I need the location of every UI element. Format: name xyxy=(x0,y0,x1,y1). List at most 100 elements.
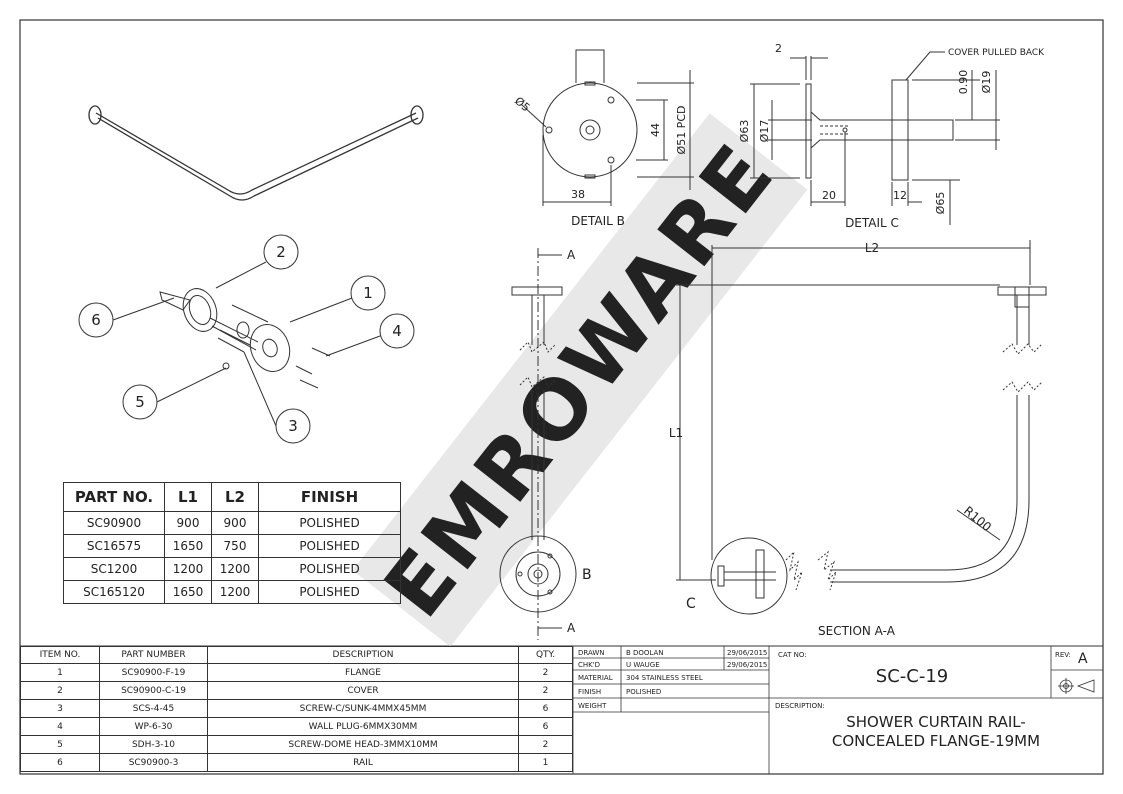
detail-c-w20-dim: 20 xyxy=(822,189,836,202)
item-no-cell: 6 xyxy=(20,753,100,772)
material-value: 304 STAINLESS STEEL xyxy=(626,674,703,682)
l2-cell: 1200 xyxy=(211,557,259,581)
detail-callout-b: B xyxy=(582,567,592,583)
table-row: SC165120 1650 1200 POLISHED xyxy=(63,580,401,604)
finish-cell: POLISHED xyxy=(258,580,401,604)
table-row: 1 SC90900-F-19 FLANGE 2 xyxy=(20,663,573,682)
detail-c-d63-dim: Ø63 xyxy=(738,120,751,143)
part-table-header: L1 xyxy=(164,482,212,512)
detail-c-w12-dim: 12 xyxy=(893,189,907,202)
table-row: 6 SC90900-3 RAIL 1 xyxy=(20,753,573,772)
bill-of-materials-table: ITEM NO. PART NUMBER DESCRIPTION QTY. 1 … xyxy=(20,646,573,772)
finish-cell: POLISHED xyxy=(258,534,401,558)
detail-b-pcd-dim: Ø51 PCD xyxy=(675,106,688,155)
detail-b-title: DETAIL B xyxy=(571,214,625,228)
part-number-table: PART NO. L1 L2 FINISH SC90900 900 900 PO… xyxy=(63,482,401,604)
detail-c-view xyxy=(750,51,1000,225)
section-a-a-view xyxy=(676,240,1047,615)
bom-header: DESCRIPTION xyxy=(207,646,519,664)
side-view xyxy=(499,248,577,640)
table-row: SC1200 1200 1200 POLISHED xyxy=(63,557,401,581)
qty-cell: 6 xyxy=(518,717,573,736)
part-table-header: FINISH xyxy=(258,482,401,512)
item-no-cell: 2 xyxy=(20,681,100,700)
balloon-4: 4 xyxy=(392,322,402,340)
qty-cell: 2 xyxy=(518,681,573,700)
item-no-cell: 4 xyxy=(20,717,100,736)
part-no-cell: SC16575 xyxy=(63,534,165,558)
description-cell: RAIL xyxy=(207,753,519,772)
description-label: DESCRIPTION: xyxy=(775,702,825,710)
qty-cell: 2 xyxy=(518,663,573,682)
section-label-a-bottom: A xyxy=(567,621,576,635)
description-cell: FLANGE xyxy=(207,663,519,682)
drawn-by: B DOOLAN xyxy=(626,649,664,657)
item-no-cell: 5 xyxy=(20,735,100,754)
l1-cell: 1650 xyxy=(164,534,212,558)
table-row: 5 SDH-3-10 SCREW-DOME HEAD-3MMX10MM 2 xyxy=(20,735,573,754)
description-cell: SCREW-DOME HEAD-3MMX10MM xyxy=(207,735,519,754)
part-number-cell: SC90900-F-19 xyxy=(99,663,208,682)
section-l2-dim: L2 xyxy=(865,241,879,255)
checked-date: 29/06/2015 xyxy=(727,661,768,669)
table-row: 3 SCS-4-45 SCREW-C/SUNK-4MMX45MM 6 xyxy=(20,699,573,718)
cat-no-value: SC-C-19 xyxy=(876,666,948,687)
section-radius-dim: R100 xyxy=(961,504,994,535)
detail-c-d19-dim: Ø19 xyxy=(980,71,993,94)
table-row: 2 SC90900-C-19 COVER 2 xyxy=(20,681,573,700)
rev-value: A xyxy=(1078,651,1088,667)
detail-callout-c: C xyxy=(686,596,696,612)
cat-no-label: CAT NO: xyxy=(778,651,807,659)
detail-c-title: DETAIL C xyxy=(845,216,899,230)
balloon-3: 3 xyxy=(288,417,298,435)
l2-cell: 750 xyxy=(211,534,259,558)
checked-label: CHK'D xyxy=(578,661,601,669)
item-no-cell: 3 xyxy=(20,699,100,718)
balloon-6: 6 xyxy=(91,311,101,329)
description-cell: WALL PLUG-6MMX30MM xyxy=(207,717,519,736)
detail-b-view xyxy=(521,49,694,206)
description-cell: SCREW-C/SUNK-4MMX45MM xyxy=(207,699,519,718)
bom-header: PART NUMBER xyxy=(99,646,208,664)
l1-cell: 1200 xyxy=(164,557,212,581)
title-block-grid xyxy=(572,646,1103,774)
balloon-1: 1 xyxy=(363,284,373,302)
projection-symbol-icon xyxy=(1058,678,1095,694)
table-row: SC90900 900 900 POLISHED xyxy=(63,511,401,535)
checked-by: U WAUGE xyxy=(626,661,660,669)
section-a-a-title: SECTION A-A xyxy=(818,624,896,638)
item-no-cell: 1 xyxy=(20,663,100,682)
qty-cell: 2 xyxy=(518,735,573,754)
description-line-1: SHOWER CURTAIN RAIL- xyxy=(846,713,1026,731)
part-no-cell: SC90900 xyxy=(63,511,165,535)
balloon-5: 5 xyxy=(135,393,145,411)
detail-c-090-dim: 0.90 xyxy=(957,70,970,95)
part-number-cell: WP-6-30 xyxy=(99,717,208,736)
finish-label: FINISH xyxy=(578,688,602,696)
part-no-cell: SC165120 xyxy=(63,580,165,604)
part-number-cell: SCS-4-45 xyxy=(99,699,208,718)
drawn-date: 29/06/2015 xyxy=(727,649,768,657)
part-no-cell: SC1200 xyxy=(63,557,165,581)
part-table-header: PART NO. xyxy=(63,482,165,512)
isometric-rail xyxy=(88,105,424,201)
detail-b-width-dim: 38 xyxy=(571,188,585,201)
detail-c-cover-note: COVER PULLED BACK xyxy=(948,48,1045,58)
drawn-label: DRAWN xyxy=(578,649,605,657)
l1-cell: 900 xyxy=(164,511,212,535)
detail-c-d65-dim: Ø65 xyxy=(934,192,947,215)
bom-header: ITEM NO. xyxy=(20,646,100,664)
sheet-border xyxy=(19,19,1104,775)
l2-cell: 900 xyxy=(211,511,259,535)
part-number-cell: SDH-3-10 xyxy=(99,735,208,754)
detail-b-height-dim: 44 xyxy=(649,123,662,137)
l1-cell: 1650 xyxy=(164,580,212,604)
table-row: 4 WP-6-30 WALL PLUG-6MMX30MM 6 xyxy=(20,717,573,736)
balloons xyxy=(78,234,415,444)
bom-header: QTY. xyxy=(518,646,573,664)
weight-label: WEIGHT xyxy=(578,702,607,710)
qty-cell: 1 xyxy=(518,753,573,772)
finish-cell: POLISHED xyxy=(258,511,401,535)
part-number-cell: SC90900-C-19 xyxy=(99,681,208,700)
